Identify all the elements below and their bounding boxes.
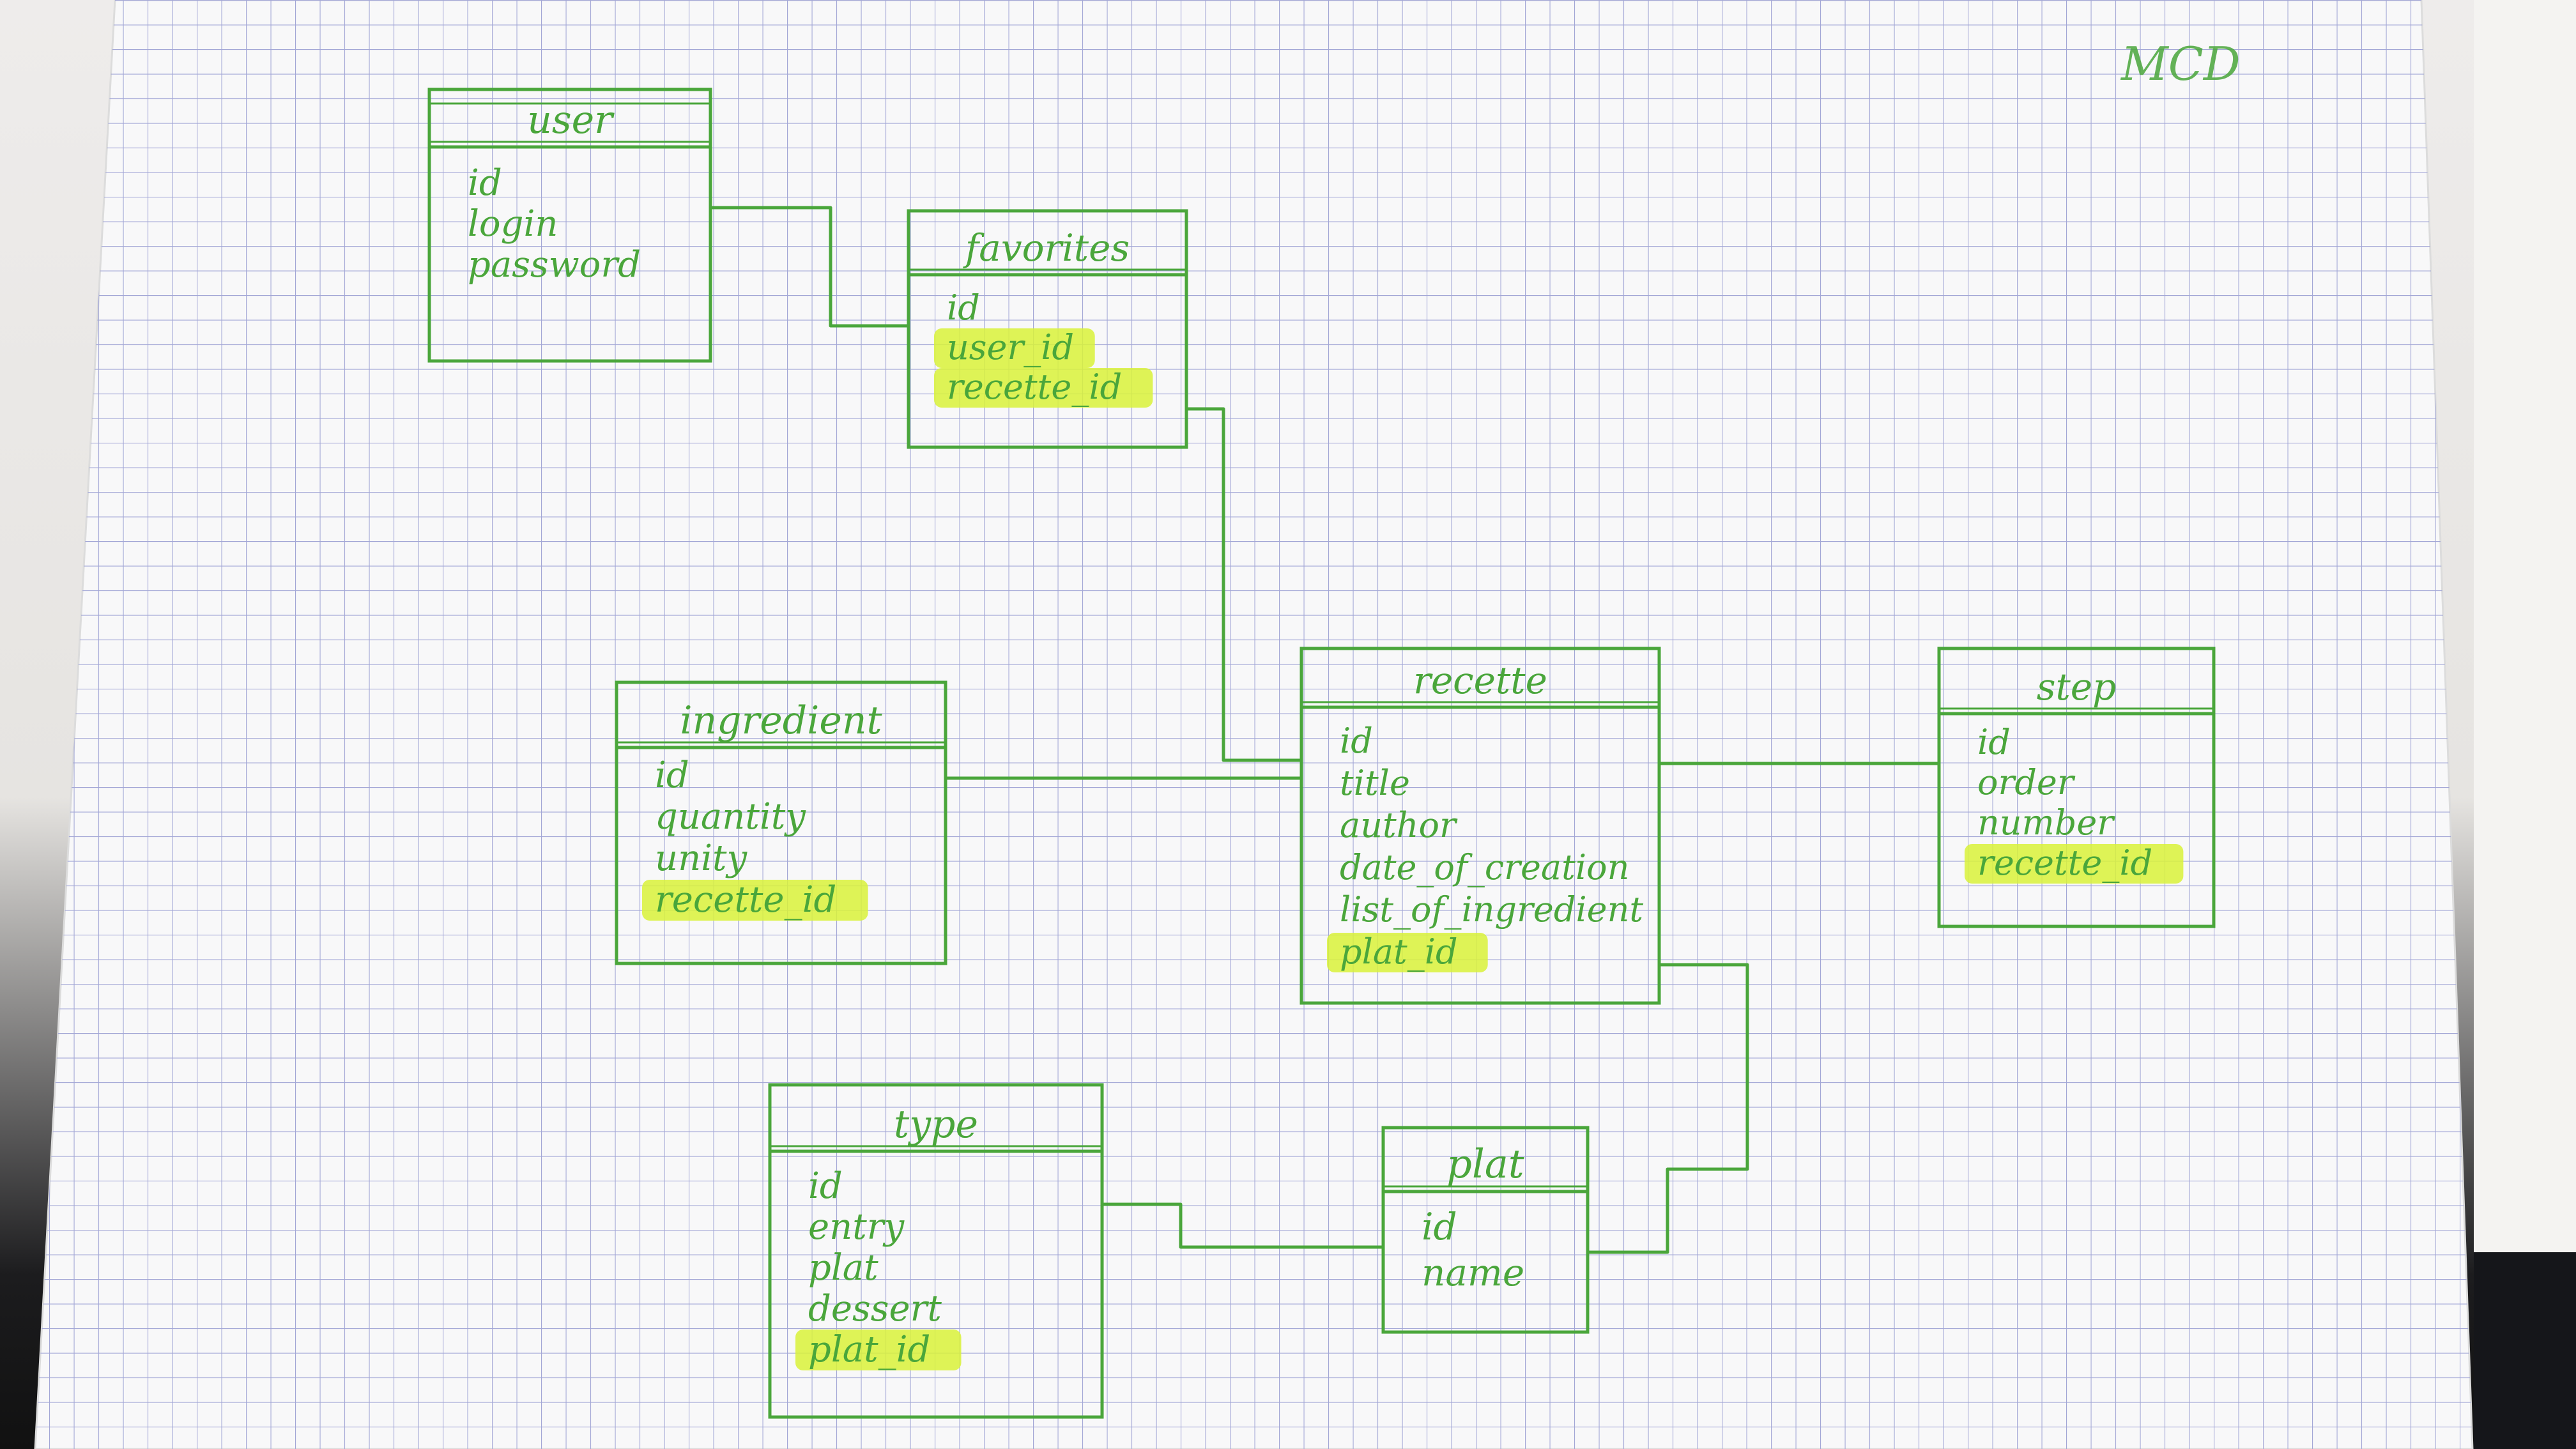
relation-favorites-recette [1186, 407, 1301, 762]
entity-foreign-key: recette_id [947, 367, 1122, 407]
entity-attribute: id [1340, 721, 1373, 761]
foreign-key-highlight [642, 880, 868, 921]
entity-name: user [527, 98, 615, 142]
entity-foreign-key: user_id [947, 327, 1074, 367]
entity-foreign-key: recette_id [1977, 843, 2152, 883]
entity-attribute: login [468, 203, 558, 245]
entity-box-recette [1300, 647, 1661, 1005]
entity-attribute: dessert [808, 1288, 942, 1330]
foreign-key-highlight [1327, 933, 1488, 972]
entity-name: favorites [963, 226, 1130, 270]
entity-name: type [894, 1102, 978, 1147]
foreign-key-highlight [1965, 844, 2184, 884]
entity-attribute: id [1977, 722, 2011, 762]
entity-attribute: id [808, 1165, 843, 1207]
entity-name: recette [1413, 659, 1547, 702]
entity-attribute: plat [808, 1247, 878, 1289]
entity-attribute: id [947, 288, 980, 328]
relations-layer [710, 206, 1939, 1254]
entity-attribute: number [1977, 802, 2115, 843]
entity-attribute: order [1977, 762, 2076, 802]
entity-attribute: list_of_ingredient [1340, 889, 1643, 930]
relation-recette-plat [1588, 963, 1749, 1254]
entity-attribute: password [468, 244, 641, 286]
entity-box-favorites [907, 209, 1188, 449]
entity-attribute: id [655, 755, 689, 796]
entity-foreign-key: plat_id [808, 1329, 930, 1370]
entity-name: step [2037, 665, 2117, 709]
entity-recette: recette idtitleauthordate_of_creationlist… [1300, 647, 1661, 1005]
entity-name: plat [1446, 1140, 1524, 1187]
foreign-key-highlight [934, 328, 1095, 368]
relation-type-plat [1102, 1202, 1383, 1249]
entity-box-type [768, 1083, 1104, 1419]
entity-box-plat [1381, 1126, 1590, 1334]
relation-user-favorites [710, 206, 908, 328]
entity-box-step [1937, 647, 2216, 928]
entity-attribute: name [1422, 1251, 1524, 1294]
entity-attribute: quantity [655, 796, 806, 838]
entity-box-ingredient [615, 680, 947, 965]
entity-attribute: author [1340, 805, 1458, 845]
background-desk [2474, 1252, 2576, 1449]
paper-grid [35, 0, 2472, 1449]
foreign-key-highlight [934, 368, 1153, 408]
background-wall [2474, 0, 2576, 1252]
entity-name: ingredient [680, 698, 882, 743]
entity-attribute: title [1340, 763, 1410, 803]
foreign-key-highlight [795, 1330, 962, 1370]
entity-attribute: unity [655, 838, 748, 879]
entity-attribute: id [468, 162, 502, 204]
entity-foreign-key: plat_id [1340, 931, 1458, 972]
entity-attribute: date_of_creation [1340, 847, 1629, 887]
entity-box-user [427, 88, 712, 363]
entity-foreign-key: recette_id [655, 879, 836, 921]
entity-attribute: id [1422, 1205, 1457, 1248]
page-label: MCD [2120, 37, 2241, 91]
entity-attribute: entry [808, 1206, 905, 1248]
